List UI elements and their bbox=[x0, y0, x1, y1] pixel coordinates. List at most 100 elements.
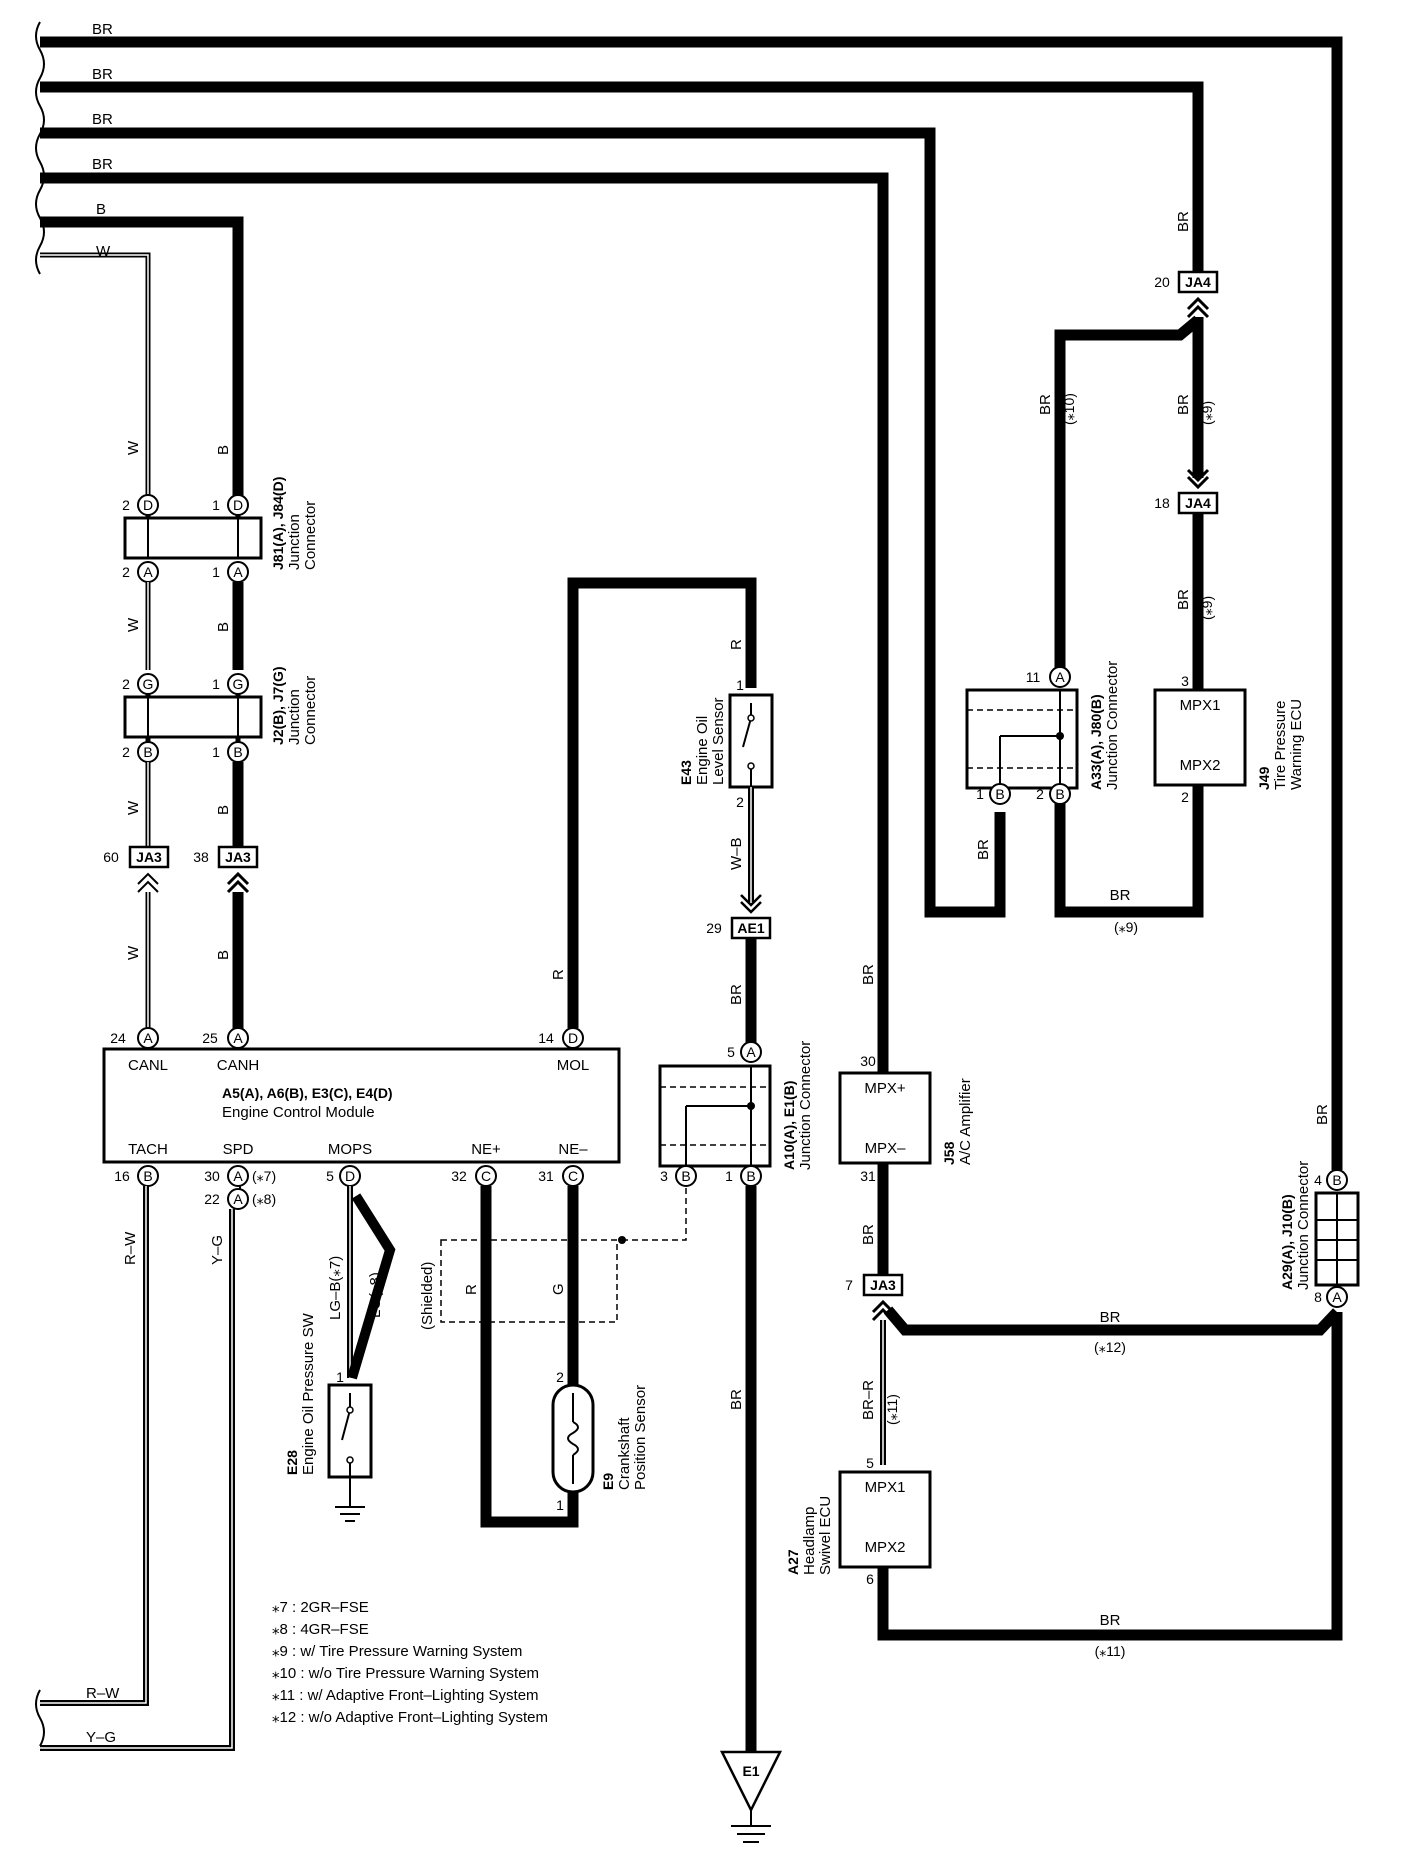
connector-letter: G bbox=[233, 676, 244, 692]
wire-color-br: BR bbox=[1100, 1309, 1121, 1326]
engine-control-module bbox=[102, 1047, 621, 1164]
crankshaft-wires bbox=[480, 1186, 579, 1528]
junction-connector-a33-j80 bbox=[965, 688, 1079, 792]
pin-number: 1 bbox=[212, 676, 220, 692]
pin-number: 14 bbox=[538, 1030, 554, 1046]
wire-color-lg8: LG(⁎8) bbox=[367, 1272, 384, 1318]
note-marker: (⁎9) bbox=[1199, 401, 1215, 425]
b-wire-main bbox=[40, 216, 244, 496]
wire-color-rw: R–W bbox=[122, 1231, 139, 1265]
connector-letter: B bbox=[1332, 1172, 1341, 1188]
pin-number: 3 bbox=[1181, 673, 1189, 689]
e28-name: Engine Oil Pressure SW bbox=[300, 1312, 317, 1475]
connector-letter: B bbox=[746, 1168, 755, 1184]
ja3-connector-b bbox=[217, 845, 259, 869]
terminal-spd: SPD bbox=[223, 1141, 254, 1158]
pin-number: 2 bbox=[1181, 789, 1189, 805]
wire-color-br: BR bbox=[92, 66, 113, 83]
wire-color-wb: W–B bbox=[728, 837, 745, 870]
engine-oil-level-sensor bbox=[728, 693, 774, 789]
pin-number: 1 bbox=[725, 1168, 733, 1184]
br-wire-4 bbox=[40, 172, 889, 1073]
terminal-canh: CANH bbox=[217, 1057, 260, 1074]
pin-number: 1 bbox=[212, 564, 220, 580]
pin-number: 1 bbox=[212, 497, 220, 513]
note-marker: (⁎9) bbox=[1199, 596, 1215, 620]
note-marker: (⁎10) bbox=[1061, 393, 1077, 425]
ja4-label: JA4 bbox=[1185, 274, 1211, 290]
wire-color-w: W bbox=[125, 617, 142, 632]
note-marker: (⁎12) bbox=[1094, 1339, 1126, 1355]
connector-letter: A bbox=[1055, 669, 1065, 685]
terminal-mpx1: MPX1 bbox=[865, 1479, 906, 1496]
jc1-name2: Connector bbox=[302, 501, 319, 570]
top-feed-wires bbox=[40, 36, 1343, 1170]
terminal-mol: MOL bbox=[557, 1057, 590, 1074]
wire-color-br: BR bbox=[1175, 394, 1192, 415]
wire-color-b: B bbox=[215, 445, 232, 455]
wire-color-br: BR bbox=[860, 1224, 877, 1245]
wire-color-g: G bbox=[550, 1283, 567, 1295]
connector-letter: A bbox=[233, 1168, 243, 1184]
connector-letter: B bbox=[681, 1168, 690, 1184]
wire-color-br: BR bbox=[1100, 1612, 1121, 1629]
note-11: ⁎11 : w/ Adaptive Front–Lighting System bbox=[272, 1687, 539, 1704]
e43-id: E43 bbox=[678, 760, 694, 785]
pin-number: 24 bbox=[110, 1030, 126, 1046]
wire-color-b: B bbox=[215, 950, 232, 960]
wire-color-b: B bbox=[215, 805, 232, 815]
ja4-connector-top bbox=[1177, 270, 1219, 294]
ae1-label: AE1 bbox=[737, 920, 764, 936]
wire-color-w: W bbox=[125, 945, 142, 960]
wire-color-lgb: LG–B(⁎7) bbox=[327, 1256, 344, 1320]
headlamp-swivel-ecu bbox=[838, 1470, 932, 1569]
jc1-name1: Junction bbox=[286, 514, 303, 570]
ja3-label: JA3 bbox=[870, 1277, 896, 1293]
terminal-mpx-minus: MPX– bbox=[865, 1140, 907, 1157]
connector-letter: A bbox=[233, 1030, 243, 1046]
e9-name2: Position Sensor bbox=[632, 1385, 649, 1490]
ground-e1 bbox=[719, 1750, 783, 1843]
pin-number: 3 bbox=[660, 1168, 668, 1184]
note-marker: (⁎8) bbox=[252, 1191, 276, 1207]
terminal-ne-plus: NE+ bbox=[471, 1141, 501, 1158]
j49-return-wire bbox=[1054, 785, 1204, 918]
a29-id: A29(A), J10(B) bbox=[1279, 1194, 1295, 1290]
left-break-marks bbox=[35, 21, 45, 1747]
a10-id: A10(A), E1(B) bbox=[781, 1081, 797, 1170]
junction-connector-j81-j84 bbox=[123, 494, 263, 583]
ja4-label: JA4 bbox=[1185, 495, 1211, 511]
jc2-name2: Connector bbox=[302, 676, 319, 745]
wire-color-w: W bbox=[125, 440, 142, 455]
connector-letter: C bbox=[481, 1168, 491, 1184]
terminal-mops: MOPS bbox=[328, 1141, 372, 1158]
wire-color-rw: R–W bbox=[86, 1685, 120, 1702]
br-wire-11 bbox=[877, 1312, 1343, 1641]
wire-color-w: W bbox=[125, 800, 142, 815]
wire-color-yg: Y–G bbox=[86, 1729, 116, 1746]
junction-connector-j2-j7 bbox=[123, 673, 263, 763]
wire-color-w: W bbox=[96, 243, 111, 260]
pin-number: 5 bbox=[727, 1044, 735, 1060]
wire-color-br: BR bbox=[975, 839, 992, 860]
jc2-name1: Junction bbox=[286, 689, 303, 745]
connector-letter: B bbox=[143, 1168, 152, 1184]
pin-number: 6 bbox=[866, 1571, 874, 1587]
pin-number: 2 bbox=[122, 676, 130, 692]
connector-letter: C bbox=[568, 1168, 578, 1184]
wire-color-br: BR bbox=[1175, 211, 1192, 232]
e1-label: E1 bbox=[742, 1763, 759, 1779]
pin-number: 4 bbox=[1314, 1172, 1322, 1188]
a10-name: Junction Connector bbox=[797, 1041, 814, 1170]
wire-color-b: B bbox=[96, 201, 106, 218]
wire-color-br: BR bbox=[1037, 394, 1054, 415]
ecm-name: Engine Control Module bbox=[222, 1104, 375, 1121]
pin-number: 25 bbox=[202, 1030, 218, 1046]
wire-color-br: BR bbox=[92, 111, 113, 128]
wire-color-br: BR bbox=[1110, 887, 1131, 904]
pin-number: 7 bbox=[845, 1277, 853, 1293]
ja3-connector-w bbox=[128, 845, 170, 869]
mops-wires bbox=[347, 1186, 396, 1380]
terminal-mpx1: MPX1 bbox=[1180, 697, 1221, 714]
